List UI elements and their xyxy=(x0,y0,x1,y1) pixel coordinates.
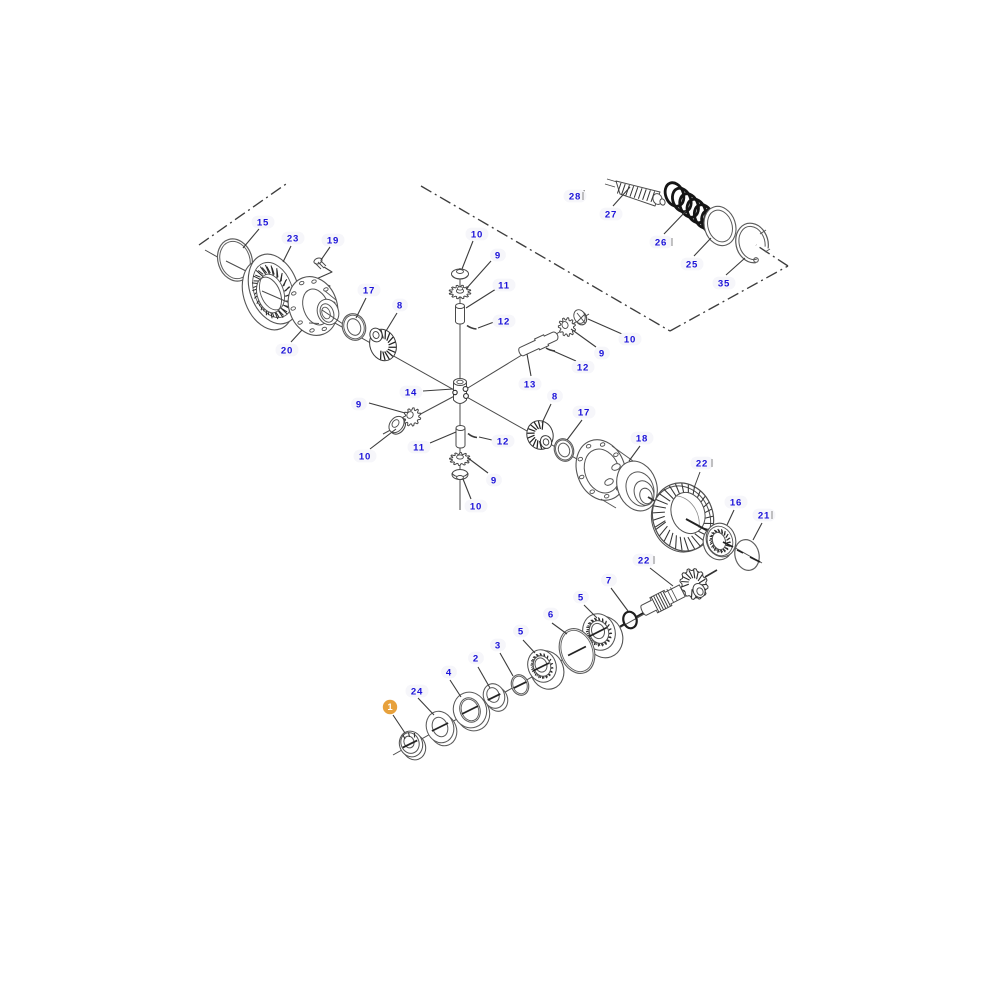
svg-text:17: 17 xyxy=(578,407,590,418)
svg-text:20: 20 xyxy=(281,345,293,356)
svg-text:10: 10 xyxy=(624,334,636,345)
svg-text:25: 25 xyxy=(686,259,698,270)
svg-text:27: 27 xyxy=(605,209,617,220)
svg-text:8: 8 xyxy=(552,391,558,402)
svg-text:10: 10 xyxy=(359,451,371,462)
svg-text:9: 9 xyxy=(356,399,362,410)
svg-text:23: 23 xyxy=(287,233,299,244)
svg-text:5: 5 xyxy=(518,626,524,637)
svg-text:12: 12 xyxy=(577,362,589,373)
svg-text:19: 19 xyxy=(327,235,339,246)
svg-text:18: 18 xyxy=(636,433,648,444)
svg-text:11: 11 xyxy=(498,280,510,291)
svg-text:14: 14 xyxy=(405,387,417,398)
svg-text:16: 16 xyxy=(730,497,742,508)
svg-text:10: 10 xyxy=(471,229,483,240)
svg-text:22: 22 xyxy=(696,458,708,469)
svg-text:4: 4 xyxy=(446,667,452,678)
svg-text:7: 7 xyxy=(606,575,612,586)
svg-text:12: 12 xyxy=(498,316,510,327)
svg-text:21: 21 xyxy=(758,510,770,521)
svg-text:8: 8 xyxy=(397,300,403,311)
svg-text:2: 2 xyxy=(473,653,479,664)
svg-text:3: 3 xyxy=(495,640,501,651)
svg-text:26: 26 xyxy=(655,237,667,248)
svg-text:24: 24 xyxy=(411,686,423,697)
svg-text:22: 22 xyxy=(638,555,650,566)
svg-text:13: 13 xyxy=(524,379,536,390)
svg-text:1: 1 xyxy=(387,702,393,713)
svg-text:9: 9 xyxy=(495,250,501,261)
svg-text:17: 17 xyxy=(363,285,375,296)
svg-text:5: 5 xyxy=(578,592,584,603)
svg-text:12: 12 xyxy=(497,436,509,447)
svg-text:28: 28 xyxy=(569,191,581,202)
svg-text:11: 11 xyxy=(413,442,425,453)
svg-text:9: 9 xyxy=(491,475,497,486)
svg-text:35: 35 xyxy=(718,278,730,289)
svg-text:6: 6 xyxy=(548,609,554,620)
svg-text:15: 15 xyxy=(257,217,269,228)
svg-text:9: 9 xyxy=(599,348,605,359)
svg-text:10: 10 xyxy=(470,501,482,512)
